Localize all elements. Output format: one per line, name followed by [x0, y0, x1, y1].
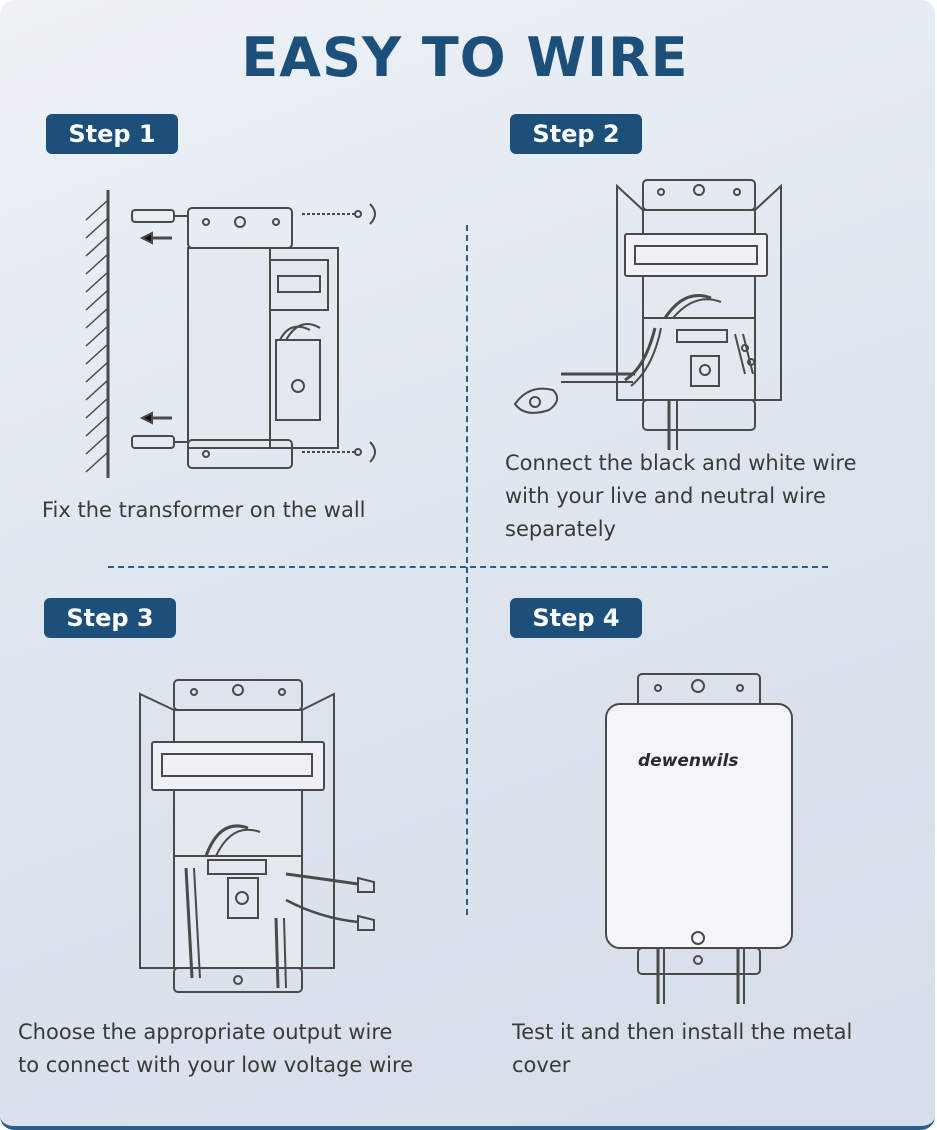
step-3-caption: Choose the appropriate output wire to co…	[18, 1016, 413, 1082]
step-1-badge: Step 1	[46, 114, 178, 154]
step-3-badge: Step 3	[44, 598, 176, 638]
step-1-illustration	[85, 190, 376, 478]
step-4-illustration: dewenwils	[605, 673, 793, 1004]
step-3-illustration	[139, 679, 375, 993]
page-title: EASY TO WIRE	[241, 26, 689, 89]
caption-line: Choose the appropriate output wire	[18, 1020, 393, 1044]
step-1-caption: Fix the transformer on the wall	[42, 494, 366, 527]
caption-line: to connect with your low voltage wire	[18, 1053, 414, 1077]
caption-line: Fix the transformer on the wall	[42, 498, 366, 522]
step-2-caption: Connect the black and white wire with yo…	[505, 447, 857, 546]
step-4-caption: Test it and then install the metal cover	[512, 1016, 852, 1082]
caption-line: Connect the black and white wire	[505, 451, 857, 475]
caption-line: cover	[512, 1053, 571, 1077]
caption-line: with your live and neutral wire	[505, 484, 826, 508]
step-2-badge: Step 2	[510, 114, 642, 154]
horizontal-divider	[108, 566, 828, 568]
caption-line: Test it and then install the metal	[512, 1020, 853, 1044]
caption-line: separately	[505, 517, 616, 541]
step-2-illustration	[513, 179, 782, 450]
vertical-divider	[466, 225, 468, 915]
step-4-badge: Step 4	[510, 598, 642, 638]
dewenwils-logo: dewenwils	[638, 751, 739, 771]
